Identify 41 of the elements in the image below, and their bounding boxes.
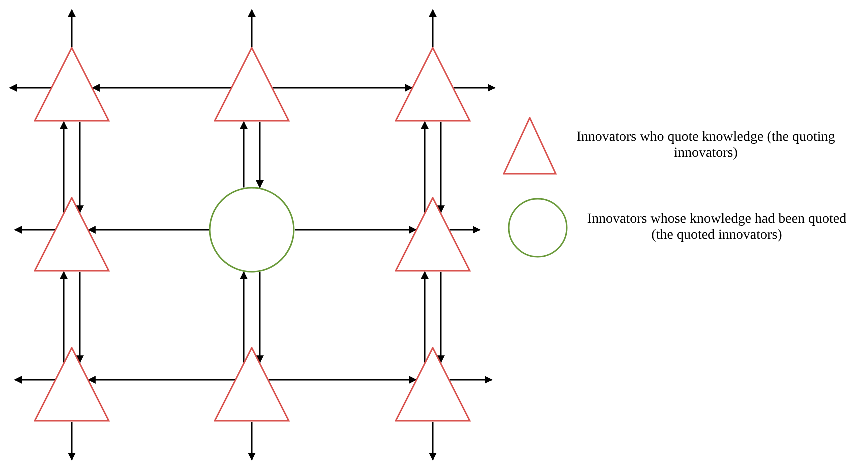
arrow [429,9,437,47]
arrow [68,9,76,47]
arrow [268,376,418,384]
arrow [295,226,418,234]
arrow [450,376,493,384]
arrow [88,376,236,384]
arrow [429,422,437,461]
triangle-node [395,47,471,122]
triangle-node [395,197,471,272]
triangle-node [214,347,290,422]
arrow [240,121,248,188]
arrow [421,121,429,213]
arrow [454,84,496,92]
arrow [9,84,52,92]
triangle-node [214,47,290,122]
arrow [256,272,264,364]
arrow [68,422,76,461]
triangle-node [34,197,110,272]
arrow [60,121,68,213]
legend-text: Innovators who quote knowledge (the quoting innovators) [576,130,836,162]
arrow [248,9,256,47]
arrow [240,271,248,363]
arrow [76,122,84,214]
triangle-node [34,47,110,122]
arrow [76,272,84,364]
arrow [248,422,256,461]
legend-text: Innovators whose knowledge had been quoted (the quoted innovators) [586,212,848,244]
arrow [272,84,414,92]
arrow [92,84,232,92]
triangle-node [395,347,471,422]
arrow [421,271,429,363]
arrow [88,226,209,234]
arrow [256,122,264,189]
arrow [60,271,68,363]
arrow [450,226,481,234]
triangle-node [34,347,110,422]
arrow [14,226,56,234]
arrow [14,376,56,384]
arrow [437,122,445,214]
circle-node [209,187,295,273]
arrow [437,272,445,364]
